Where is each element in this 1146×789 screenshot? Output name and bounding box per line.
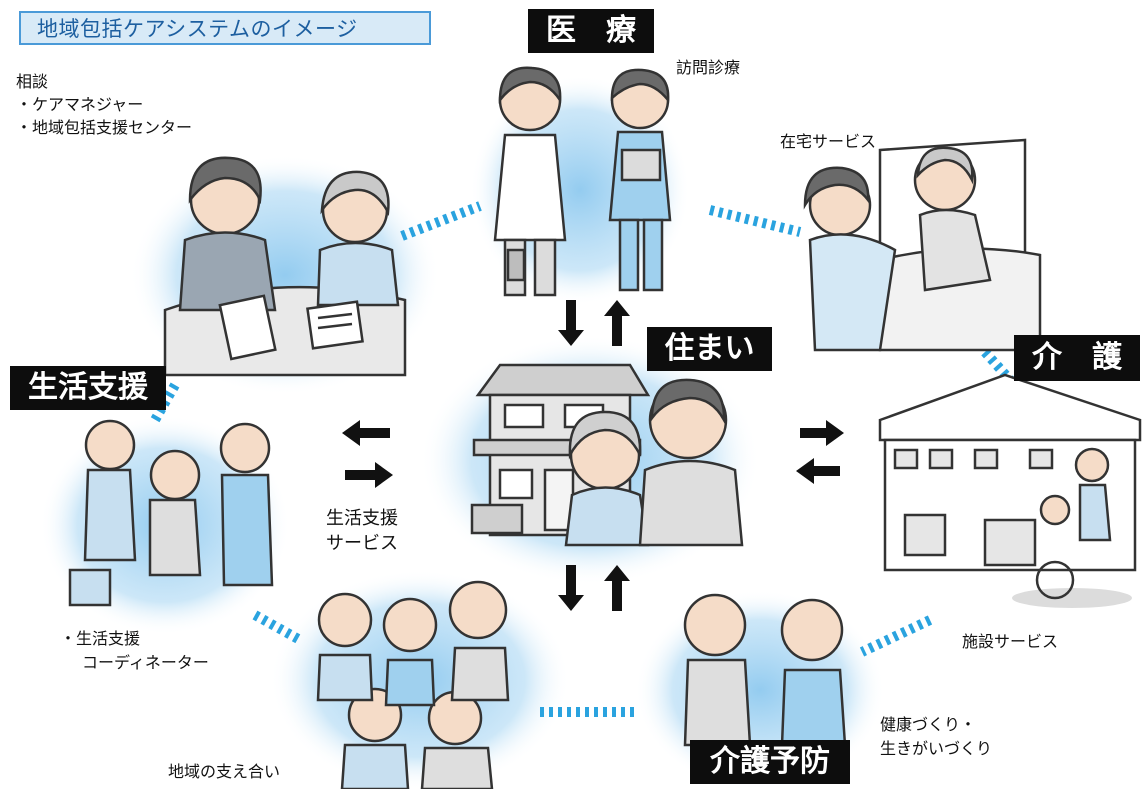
arrow-life-right (345, 462, 393, 488)
connector-medical-home (708, 205, 802, 237)
medical-label: 医 療 (528, 9, 654, 53)
arrows (342, 300, 844, 611)
consultation-item-support-center: 地域包括支援センター (16, 117, 192, 139)
life-support-service-line2: サービス (326, 533, 398, 554)
prevention-label: 介護予防 (690, 740, 850, 784)
prevention-health-line2: 生きがいづくり (880, 739, 993, 758)
home-service-caption: 在宅サービス (780, 132, 877, 151)
prevention-health-line1: 健康づくり・ (880, 715, 977, 734)
community-illustration (316, 580, 510, 789)
arrow-prevention-down (558, 565, 584, 611)
facility-service-caption: 施設サービス (962, 632, 1059, 651)
coordinator-line1: 生活支援 (60, 628, 140, 650)
housing-label: 住まい (647, 327, 772, 371)
prevention-illustration (683, 593, 847, 747)
consultation-item-care-manager: ケアマネジャー (16, 94, 143, 116)
facility-illustration (878, 373, 1142, 608)
care-label: 介 護 (1014, 335, 1140, 381)
home-visit-caption: 訪問診療 (676, 58, 741, 77)
housing-illustration (470, 363, 744, 547)
consultation-heading: 相談 (16, 72, 49, 91)
life-support-label: 生活支援 (10, 366, 166, 410)
arrow-medical-down (558, 300, 584, 346)
arrow-medical-up (604, 300, 630, 346)
arrow-prevention-up (604, 565, 630, 611)
arrow-care-left (796, 458, 840, 484)
diagram-title: 地域包括ケアシステムのイメージ (19, 11, 431, 45)
connector-home-care (981, 348, 1016, 386)
connector-care-prevention (859, 615, 933, 657)
home-service-illustration (803, 138, 1042, 352)
medical-illustration (493, 66, 672, 297)
coordinator-line2: コーディネーター (82, 653, 209, 672)
community-caption: 地域の支え合い (168, 762, 281, 781)
life-support-service-line1: 生活支援 (326, 508, 398, 529)
life-support-illustration (68, 419, 274, 607)
arrow-life-left (342, 420, 390, 446)
consultation-illustration (163, 156, 407, 377)
arrow-care-right (800, 420, 844, 446)
